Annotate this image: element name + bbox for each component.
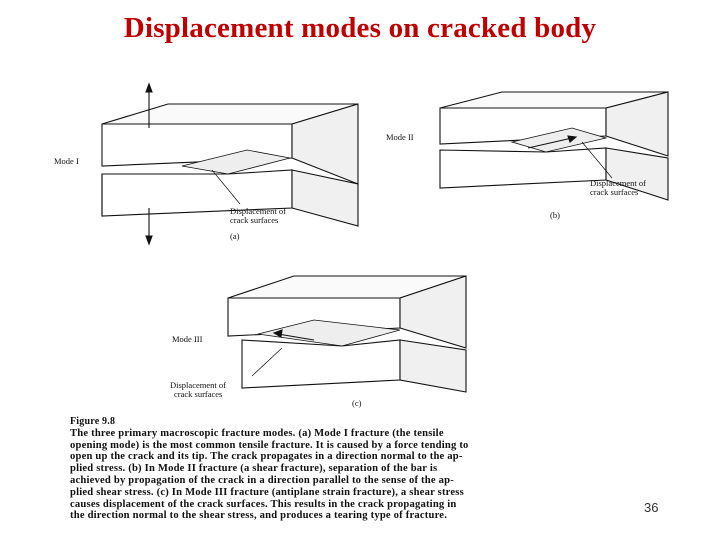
mode-3-lower-block-front <box>241 339 401 389</box>
caption-line: achieved by propagation of the crack in … <box>70 474 454 486</box>
panel-c-mode-3: Mode III Displacement of crack surfaces … <box>170 275 467 408</box>
caption-line: The three primary macroscopic fracture m… <box>70 427 444 439</box>
mode-2-lower-block-front <box>439 147 607 189</box>
mode-3-tear-arrow <box>277 333 315 341</box>
figure-number-label: Figure 9.8 <box>70 416 116 427</box>
caption-line: causes displacement of the crack surface… <box>70 498 457 510</box>
mode-2-displacement-label-2: crack surfaces <box>590 187 638 197</box>
slide-page-number: 36 <box>644 500 659 515</box>
fracture-modes-diagram: Mode I Displacement of crack surfaces (a… <box>54 82 669 408</box>
mode-2-displacement-label-1: Displacement of <box>590 178 646 188</box>
mode-2-label: Mode II <box>386 132 414 142</box>
mode-1-label: Mode I <box>54 156 79 166</box>
mode-1-displacement-label-2: crack surfaces <box>230 215 278 225</box>
caption-line: plied shear stress. (c) In Mode III frac… <box>70 486 464 498</box>
mode-2-lower-block-side <box>605 147 669 201</box>
figure-caption: Figure 9.8 The three primary macroscopic… <box>70 416 700 522</box>
mode-3-lower-block-side <box>399 339 467 393</box>
caption-line: open up the crack and its tip. The crack… <box>70 451 463 463</box>
fracture-modes-figure: Mode I Displacement of crack surfaces (a… <box>52 58 672 534</box>
caption-line: the direction normal to the shear stress… <box>70 510 448 522</box>
mode-3-crack-surface <box>257 319 401 347</box>
mode-1-lower-block-side <box>291 169 359 227</box>
panel-c-tag: (c) <box>352 398 362 408</box>
panel-b-mode-2: Mode II Displacement of crack surfaces (… <box>386 91 669 220</box>
mode-2-shear-arrow <box>527 137 573 149</box>
caption-line: plied stress. (b) In Mode II fracture (a… <box>70 463 438 475</box>
mode-3-displacement-label-1: Displacement of <box>170 380 226 390</box>
mode-3-displacement-label-2: crack surfaces <box>174 389 222 399</box>
slide-title: Displacement modes on cracked body <box>123 12 597 44</box>
panel-a-tag: (a) <box>230 231 240 241</box>
panel-b-tag: (b) <box>550 210 560 220</box>
mode-3-upper-block-side <box>399 275 467 349</box>
mode-1-displacement-label-1: Displacement of <box>230 206 286 216</box>
panel-a-mode-1: Mode I Displacement of crack surfaces (a… <box>54 82 359 246</box>
caption-line: opening mode) is the most common tensile… <box>70 439 469 451</box>
mode-2-upper-block-side <box>605 91 669 157</box>
mode-3-label: Mode III <box>172 334 203 344</box>
